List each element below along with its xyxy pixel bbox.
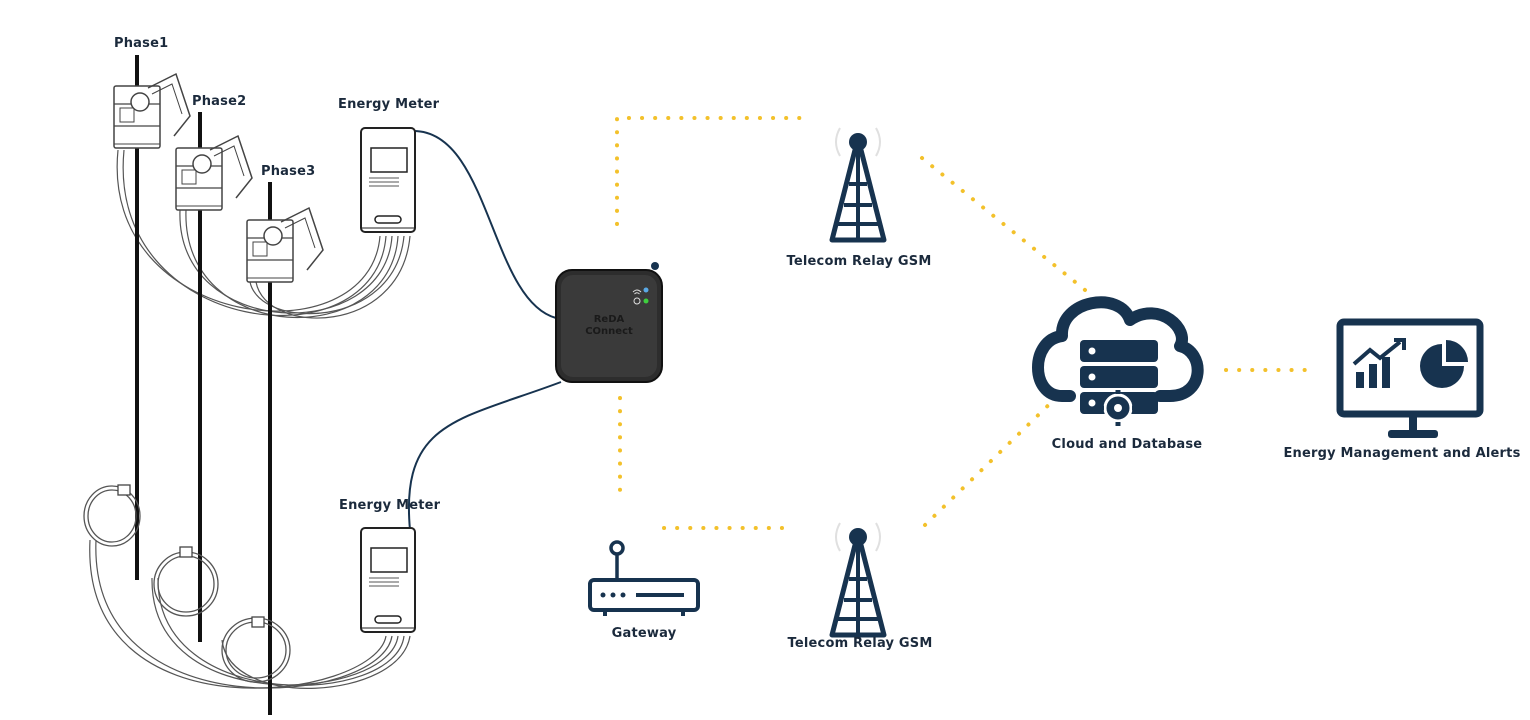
cables — [89, 129, 562, 689]
rogowski-coil-icon — [221, 616, 291, 683]
device-name-line1: ReDA — [593, 314, 625, 325]
router-icon — [588, 540, 700, 616]
cloud-label: Cloud and Database — [1051, 437, 1203, 452]
device-name-line2: COnnect — [585, 326, 633, 337]
monitor-label: Energy Management and Alerts — [1283, 446, 1521, 461]
current-clamp-icon — [175, 135, 253, 211]
phase3-label: Phase3 — [261, 164, 316, 179]
link-tower-bottom-to-cloud — [923, 390, 1064, 527]
gateway-label: Gateway — [611, 626, 677, 641]
cable-device-to-meter-bottom — [407, 381, 562, 531]
analytics-monitor-icon — [1336, 318, 1484, 438]
rogowski-coil-icon — [153, 546, 219, 617]
cable-meter-top-to-device — [412, 129, 557, 319]
antenna-tower-icon — [832, 522, 884, 635]
pie-chart-icon — [1420, 344, 1464, 388]
energy-meter-icon — [360, 127, 416, 233]
dotted-links — [615, 116, 1318, 530]
bar-chart-icon — [1356, 372, 1364, 388]
trend-arrow-icon — [1352, 340, 1402, 366]
link-device-to-tower-top — [615, 116, 802, 226]
energy-meter-top-label: Energy Meter — [338, 97, 440, 112]
device-name: ReDA COnnect — [569, 314, 649, 338]
link-tower-top-to-cloud — [920, 156, 1087, 292]
current-clamp-icon — [246, 207, 324, 283]
power-icon — [633, 297, 641, 305]
phase2-label: Phase2 — [192, 94, 247, 109]
tower-bottom-label: Telecom Relay GSM — [787, 636, 933, 651]
rogowski-coil-icon — [83, 484, 141, 547]
energy-meter-icon — [360, 527, 416, 633]
cloud-database-icon — [1032, 296, 1204, 426]
energy-meter-bottom-label: Energy Meter — [339, 498, 441, 513]
reda-connect-device — [555, 262, 663, 383]
tower-top-label: Telecom Relay GSM — [786, 254, 932, 269]
status-led-blue — [643, 287, 649, 293]
phase1-label: Phase1 — [114, 36, 169, 51]
wifi-icon — [632, 289, 642, 295]
current-clamp-icon — [113, 73, 191, 149]
antenna-tower-icon — [832, 127, 884, 240]
status-led-green — [643, 298, 649, 304]
